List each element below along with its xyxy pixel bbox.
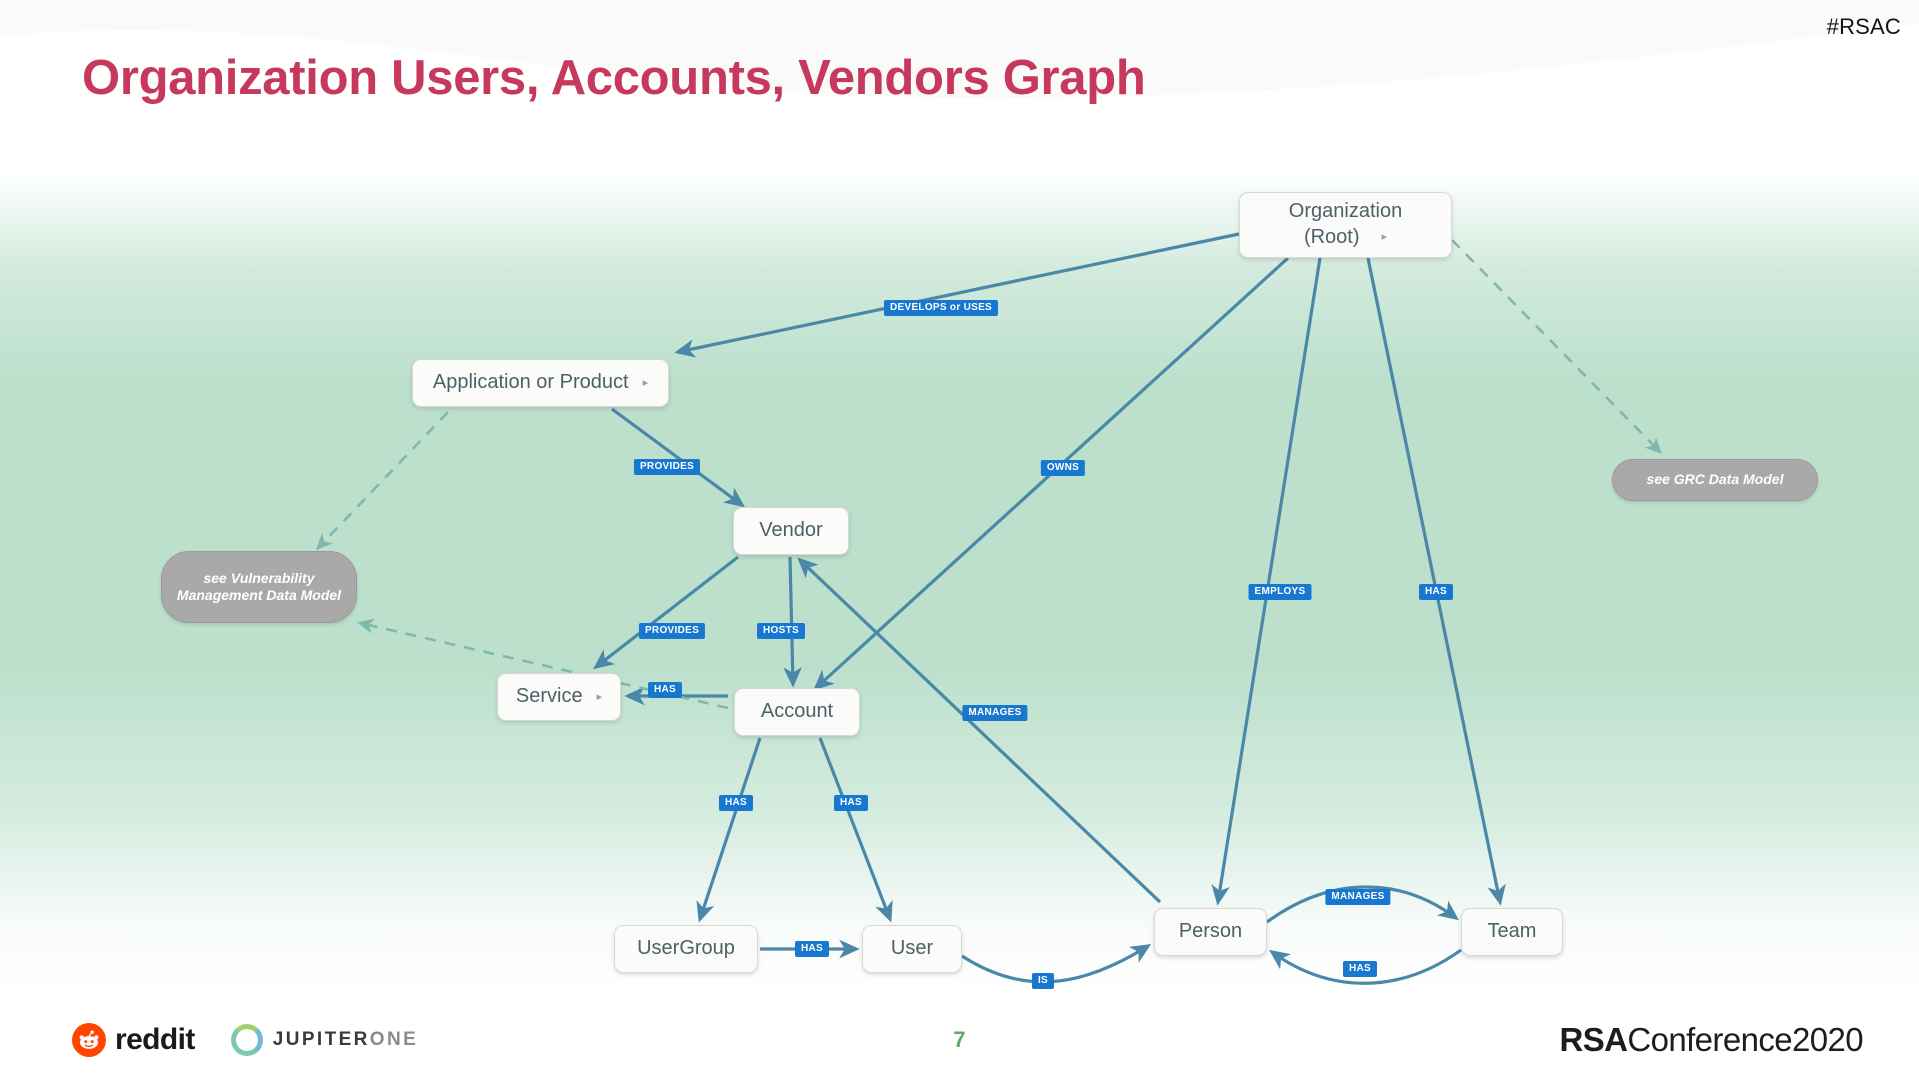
ref-node-label-vulnerability-management: see Vulnerability Management Data Model	[176, 569, 342, 604]
rsa-wordmark-light: Conference2020	[1627, 1021, 1863, 1058]
graph-node-usergroup[interactable]: UserGroup	[614, 925, 758, 973]
node-label-organization: Organization	[1288, 200, 1403, 223]
graph-node-organization[interactable]: Organization (Root) ▸	[1239, 192, 1452, 258]
node-label-person: Person	[1178, 920, 1243, 943]
edge-label-hosts[interactable]: HOSTS	[757, 623, 805, 639]
ref-node-label-grc: see GRC Data Model	[1646, 471, 1784, 488]
graph-node-account[interactable]: Account	[734, 688, 860, 736]
edge-label-provides-vendor[interactable]: PROVIDES	[633, 459, 701, 475]
chevron-right-icon[interactable]: ▸	[1381, 231, 1388, 244]
edge-label-is[interactable]: IS	[1031, 973, 1055, 989]
edge-label-manages-vendor[interactable]: MANAGES	[962, 705, 1028, 721]
graph-node-service[interactable]: Service ▸	[497, 673, 621, 721]
edge-label-has-team[interactable]: HAS	[1418, 584, 1454, 600]
chevron-right-icon[interactable]: ▸	[642, 376, 649, 389]
reddit-logo: reddit	[72, 1023, 195, 1057]
page-number: 7	[953, 1027, 966, 1052]
jupiterone-wordmark-bold: JUPITER	[272, 1029, 370, 1050]
node-sublabel-organization: (Root)	[1303, 226, 1360, 248]
graph-ref-node-grc[interactable]: see GRC Data Model	[1612, 459, 1818, 501]
graph-node-person[interactable]: Person	[1154, 908, 1267, 956]
rsa-wordmark-bold: RSA	[1559, 1021, 1628, 1058]
edge-label-has-usergroup[interactable]: HAS	[718, 795, 754, 811]
node-label-service: Service	[515, 685, 583, 708]
edge-label-provides-service[interactable]: PROVIDES	[638, 623, 706, 639]
edge-label-has-usergroup-user[interactable]: HAS	[794, 941, 830, 957]
jupiterone-icon	[230, 1024, 263, 1056]
edge-label-has-user[interactable]: HAS	[833, 795, 869, 811]
reddit-wordmark: reddit	[115, 1023, 195, 1056]
graph-node-user[interactable]: User	[862, 925, 962, 973]
jupiterone-wordmark-dim: ONE	[369, 1029, 419, 1050]
edge-label-has-service[interactable]: HAS	[647, 682, 683, 698]
node-label-vendor: Vendor	[759, 519, 823, 542]
rsa-conference-logo: RSAConference2020	[1560, 1021, 1864, 1059]
page-title: Organization Users, Accounts, Vendors Gr…	[82, 51, 1146, 105]
node-label-user: User	[890, 937, 934, 960]
edge-label-manages-team[interactable]: MANAGES	[1325, 889, 1391, 905]
edge-label-has-person[interactable]: HAS	[1342, 961, 1378, 977]
reddit-icon	[72, 1023, 106, 1057]
graph-ref-node-vulnerability-management[interactable]: see Vulnerability Management Data Model	[161, 551, 357, 623]
node-label-application-or-product: Application or Product	[432, 371, 629, 394]
node-label-account: Account	[760, 700, 834, 723]
graph-node-vendor[interactable]: Vendor	[733, 507, 849, 555]
jupiterone-wordmark: JUPITERONE	[273, 1029, 418, 1051]
jupiterone-logo: JUPITERONE	[230, 1024, 418, 1056]
chevron-right-icon[interactable]: ▸	[596, 690, 603, 703]
edge-label-develops-or-uses[interactable]: DEVELOPS or USES	[883, 300, 999, 316]
graph-node-team[interactable]: Team	[1461, 908, 1563, 956]
node-label-team: Team	[1487, 920, 1537, 943]
rsac-hashtag: #RSAC	[1826, 14, 1901, 39]
edge-label-owns[interactable]: OWNS	[1040, 460, 1086, 476]
node-label-usergroup: UserGroup	[637, 937, 735, 960]
graph-node-application-or-product[interactable]: Application or Product ▸	[412, 359, 669, 407]
edge-label-employs[interactable]: EMPLOYS	[1248, 584, 1312, 600]
footer-logos: reddit JUPITERONE	[72, 1023, 418, 1057]
